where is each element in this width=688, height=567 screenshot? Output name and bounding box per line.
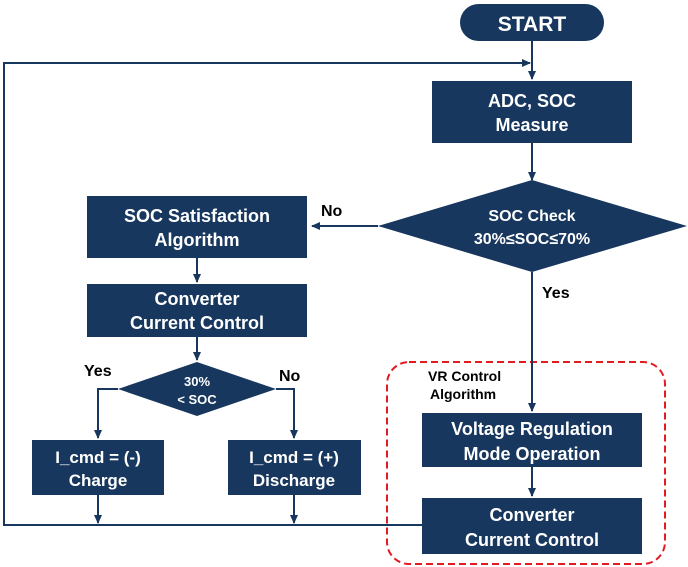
soc-check-diamond (378, 180, 687, 272)
discharge-line1: I_cmd = (+) (249, 448, 339, 467)
soc-check-no-label: No (321, 203, 343, 220)
decision-no-label: No (279, 368, 301, 385)
soc-check-line2: 30%≤SOC≤70% (474, 231, 590, 248)
discharge-box (228, 440, 361, 495)
adc-soc-measure-box (432, 81, 632, 143)
voltage-regulation-line1: Voltage Regulation (451, 419, 613, 439)
soc-satisfaction-line2: Algorithm (155, 230, 240, 250)
decision-yes-label: Yes (84, 363, 112, 380)
edge-return-loop (3, 59, 531, 526)
soc-check-yes-label: Yes (542, 285, 570, 302)
converter-left-line1: Converter (154, 289, 239, 309)
converter-left-box (87, 284, 307, 337)
start-label: START (498, 13, 567, 36)
adc-soc-line1: ADC, SOC (488, 91, 576, 111)
voltage-regulation-line2: Mode Operation (463, 444, 600, 464)
converter-right-box (422, 498, 642, 554)
soc-satisfaction-line1: SOC Satisfaction (124, 206, 270, 226)
converter-left-line2: Current Control (130, 313, 264, 333)
adc-soc-line2: Measure (495, 115, 568, 135)
soc-decision-diamond (118, 362, 276, 416)
charge-box (32, 440, 164, 495)
vr-group-label-line1: VR Control (428, 368, 501, 384)
vr-group-label-line2: Algorithm (430, 386, 496, 402)
discharge-line2: Discharge (253, 471, 335, 490)
charge-line1: I_cmd = (-) (55, 448, 141, 467)
start-terminator (460, 4, 604, 41)
connectors (3, 41, 536, 526)
edge-decision-no (276, 388, 298, 439)
voltage-regulation-box (422, 413, 642, 467)
vr-control-group (386, 361, 666, 565)
edge-decision-yes (94, 388, 118, 439)
soc-satisfaction-box (87, 196, 307, 258)
converter-right-line2: Current Control (465, 530, 599, 550)
soc-decision-line2: < SOC (177, 392, 217, 407)
charge-line2: Charge (69, 471, 128, 490)
converter-right-line1: Converter (489, 505, 574, 525)
soc-check-line1: SOC Check (488, 208, 575, 225)
soc-decision-line1: 30% (184, 374, 210, 389)
